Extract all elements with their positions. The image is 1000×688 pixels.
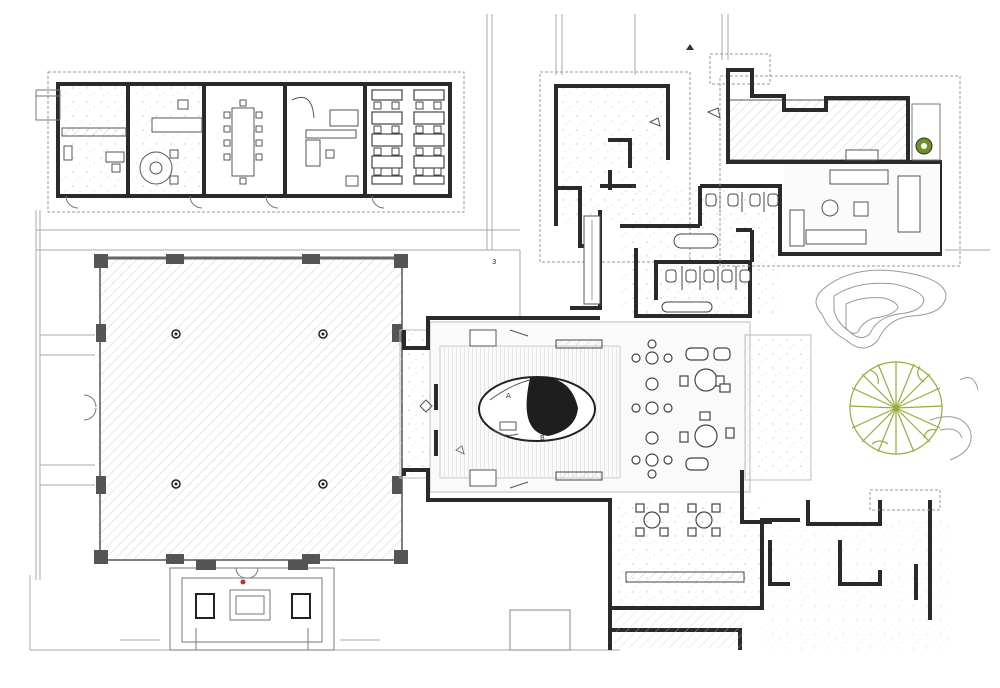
rug-label-a: A: [506, 392, 511, 400]
south-east-wing: [509, 470, 950, 651]
grand-hall: [83, 254, 408, 564]
office-wing: [35, 71, 465, 213]
tree-canopy: [849, 361, 943, 455]
washrooms: [620, 184, 782, 318]
entrance-portico: [169, 560, 335, 651]
rug-label-b: B: [540, 434, 545, 442]
vip-lounge: [709, 53, 961, 267]
landscape-stones: [815, 269, 979, 461]
site-lines: [29, 14, 990, 651]
marker-label-3: 3: [492, 258, 496, 266]
north-arrow-icon: [686, 44, 694, 50]
